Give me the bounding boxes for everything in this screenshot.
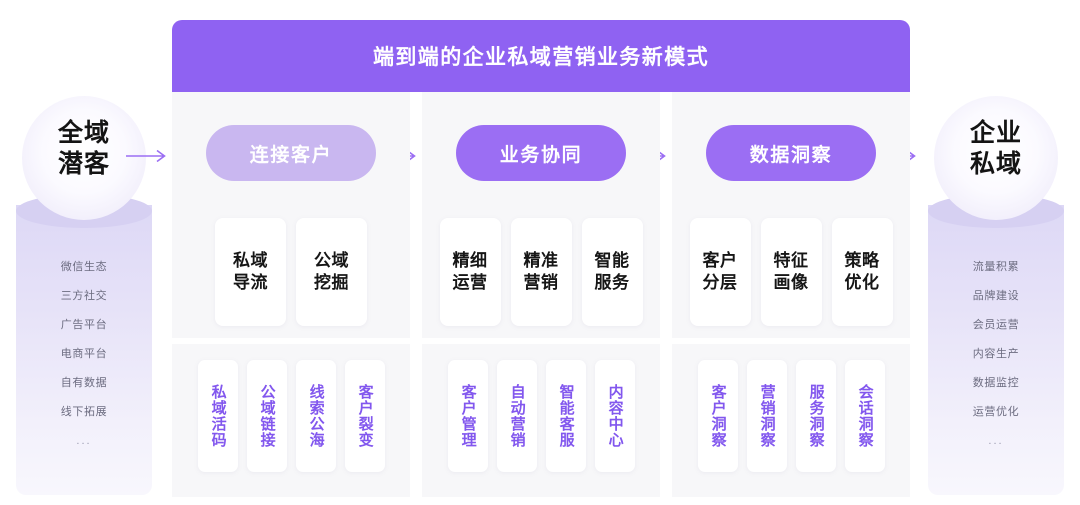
feature-card[interactable]: 公域链接 bbox=[246, 360, 287, 472]
capability-card-label: 客户分层 bbox=[702, 250, 738, 292]
stage-header-label: 业务协同 bbox=[499, 144, 583, 166]
stage-header-pill[interactable]: 业务协同 bbox=[456, 125, 626, 181]
left-cylinder-body bbox=[16, 205, 152, 495]
feature-card-label: 会话洞察 bbox=[856, 384, 874, 448]
feature-card-label: 营销洞察 bbox=[758, 384, 776, 448]
capability-card-label: 策略优化 bbox=[844, 250, 880, 292]
feature-card[interactable]: 营销洞察 bbox=[746, 360, 787, 472]
page-title: 端到端的企业私域营销业务新模式 bbox=[373, 46, 709, 69]
arrow-right-icon bbox=[126, 148, 170, 164]
feature-card[interactable]: 线索公海 bbox=[295, 360, 336, 472]
stage-lower-panel: 客户管理 自动营销 智能客服 内容中心 bbox=[422, 344, 660, 497]
stage-header-label: 数据洞察 bbox=[749, 144, 833, 166]
capability-card-label: 精细运营 bbox=[452, 250, 488, 292]
capability-card[interactable]: 策略优化 bbox=[831, 218, 893, 326]
feature-card[interactable]: 客户洞察 bbox=[697, 360, 738, 472]
stage-capability-cards: 私域导流 公域挖掘 bbox=[172, 218, 410, 326]
feature-card-label: 客户洞察 bbox=[709, 384, 727, 448]
stage-column-data-insight: 数据洞察 客户分层 特征画像 策略优化 客户洞察 营销洞察 bbox=[672, 92, 910, 505]
left-cylinder-title: 全域 潜客 bbox=[22, 118, 146, 179]
capability-card[interactable]: 特征画像 bbox=[760, 218, 822, 326]
stage-column-connect-customers: 连接客户 私域导流 公域挖掘 私域活码 公域链接 线索公海 客户裂变 bbox=[172, 92, 410, 505]
right-cylinder-title: 企业 私域 bbox=[934, 118, 1058, 179]
stage-column-business-collaboration: 业务协同 精细运营 精准营销 智能服务 客户管理 自动营销 bbox=[422, 92, 660, 505]
stage-capability-cards: 精细运营 精准营销 智能服务 bbox=[422, 218, 660, 326]
right-destination-cylinder: 企业 私域 流量积累 品牌建设 会员运营 内容生产 数据监控 运营优化 ... bbox=[920, 0, 1072, 505]
list-item: 流量积累 bbox=[972, 261, 1020, 273]
feature-card-label: 公域链接 bbox=[258, 384, 276, 448]
stage-feature-cards: 客户管理 自动营销 智能客服 内容中心 bbox=[422, 360, 660, 472]
list-item: 运营优化 bbox=[972, 406, 1020, 418]
stage-feature-cards: 私域活码 公域链接 线索公海 客户裂变 bbox=[172, 360, 410, 472]
right-cylinder-halo bbox=[934, 96, 1058, 220]
left-source-cylinder: 全域 潜客 微信生态 三方社交 广告平台 电商平台 自有数据 线下拓展 ... bbox=[8, 0, 160, 505]
feature-card-label: 客户裂变 bbox=[356, 384, 374, 448]
capability-card[interactable]: 公域挖掘 bbox=[296, 218, 367, 326]
left-cylinder-halo bbox=[22, 96, 146, 220]
right-cylinder-title-line1: 企业 bbox=[969, 119, 1022, 147]
capability-card-label: 公域挖掘 bbox=[314, 250, 349, 292]
capability-card[interactable]: 客户分层 bbox=[689, 218, 751, 326]
list-item: 三方社交 bbox=[60, 290, 108, 302]
feature-card[interactable]: 自动营销 bbox=[496, 360, 537, 472]
left-cylinder-title-line2: 潜客 bbox=[57, 149, 110, 178]
stage-feature-cards: 客户洞察 营销洞察 服务洞察 会话洞察 bbox=[672, 360, 910, 472]
list-item-ellipsis: ... bbox=[76, 435, 92, 447]
feature-card-label: 自动营销 bbox=[508, 384, 526, 448]
list-item-ellipsis: ... bbox=[988, 435, 1004, 447]
feature-card-label: 智能客服 bbox=[557, 384, 575, 448]
stage-header-pill[interactable]: 数据洞察 bbox=[706, 125, 876, 181]
feature-card-label: 线索公海 bbox=[307, 384, 325, 448]
list-item: 电商平台 bbox=[60, 348, 108, 360]
stage-header-label: 连接客户 bbox=[249, 144, 333, 166]
right-cylinder-item-list: 流量积累 品牌建设 会员运营 内容生产 数据监控 运营优化 ... bbox=[928, 262, 1064, 465]
feature-card-label: 私域活码 bbox=[209, 384, 227, 448]
diagram-title-banner: 端到端的企业私域营销业务新模式 bbox=[172, 20, 910, 92]
feature-card-label: 客户管理 bbox=[459, 384, 477, 448]
list-item: 微信生态 bbox=[60, 261, 108, 273]
feature-card[interactable]: 客户裂变 bbox=[344, 360, 385, 472]
capability-card-label: 精准营销 bbox=[523, 250, 559, 292]
capability-card-label: 特征画像 bbox=[773, 250, 809, 292]
capability-card-label: 私域导流 bbox=[233, 250, 268, 292]
feature-card-label: 服务洞察 bbox=[807, 384, 825, 448]
feature-card[interactable]: 内容中心 bbox=[594, 360, 635, 472]
list-item: 内容生产 bbox=[972, 348, 1020, 360]
list-item: 品牌建设 bbox=[972, 290, 1020, 302]
capability-card[interactable]: 智能服务 bbox=[581, 218, 643, 326]
left-cylinder-item-list: 微信生态 三方社交 广告平台 电商平台 自有数据 线下拓展 ... bbox=[16, 262, 152, 465]
list-item: 会员运营 bbox=[972, 319, 1020, 331]
feature-card[interactable]: 私域活码 bbox=[197, 360, 238, 472]
stage-lower-panel: 私域活码 公域链接 线索公海 客户裂变 bbox=[172, 344, 410, 497]
list-item: 数据监控 bbox=[972, 377, 1020, 389]
stage-lower-panel: 客户洞察 营销洞察 服务洞察 会话洞察 bbox=[672, 344, 910, 497]
stage-capability-cards: 客户分层 特征画像 策略优化 bbox=[672, 218, 910, 326]
left-cylinder-title-line1: 全域 bbox=[57, 119, 110, 147]
capability-card[interactable]: 精细运营 bbox=[439, 218, 501, 326]
right-cylinder-title-line2: 私域 bbox=[969, 149, 1022, 178]
feature-card[interactable]: 会话洞察 bbox=[844, 360, 885, 472]
feature-card[interactable]: 客户管理 bbox=[447, 360, 488, 472]
list-item: 线下拓展 bbox=[60, 406, 108, 418]
list-item: 广告平台 bbox=[60, 319, 108, 331]
capability-card-label: 智能服务 bbox=[594, 250, 630, 292]
list-item: 自有数据 bbox=[60, 377, 108, 389]
capability-card[interactable]: 私域导流 bbox=[215, 218, 286, 326]
feature-card[interactable]: 服务洞察 bbox=[795, 360, 836, 472]
right-cylinder-body bbox=[928, 205, 1064, 495]
capability-card[interactable]: 精准营销 bbox=[510, 218, 572, 326]
feature-card[interactable]: 智能客服 bbox=[545, 360, 586, 472]
feature-card-label: 内容中心 bbox=[606, 384, 624, 448]
stage-header-pill[interactable]: 连接客户 bbox=[206, 125, 376, 181]
